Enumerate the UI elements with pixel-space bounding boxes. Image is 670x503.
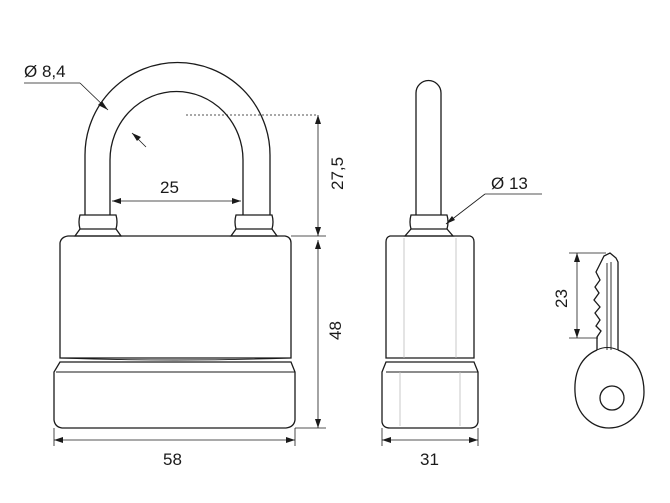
dim-shackle-inner-width: 25	[112, 178, 241, 204]
side-diameter-label: Ø 13	[491, 174, 528, 193]
key: 23	[552, 252, 645, 429]
shackle	[84, 61, 271, 215]
dim-key-blade: 23	[552, 252, 606, 339]
dim-shackle-diameter: Ø 8,4	[24, 62, 147, 148]
front-view: Ø 8,4 25 27,5 48	[24, 61, 347, 469]
body-width-label: 58	[163, 450, 182, 469]
key-blade-length-label: 23	[552, 289, 571, 308]
dim-side-depth: 31	[381, 428, 479, 469]
shackle-diameter-label: Ø 8,4	[24, 62, 66, 81]
key-hole	[599, 385, 625, 411]
padlock-body	[53, 235, 296, 429]
dim-side-diameter: Ø 13	[445, 174, 542, 225]
dim-shackle-clearance: 27,5	[186, 114, 347, 236]
shackle-inner-width-label: 25	[160, 178, 179, 197]
shackle-collar-left	[73, 214, 123, 237]
side-collar	[403, 214, 455, 237]
side-view: Ø 13 31	[381, 79, 542, 469]
shackle-clearance-label: 27,5	[328, 157, 347, 190]
dim-body-height: 48	[291, 235, 345, 429]
body-height-label: 48	[326, 321, 345, 340]
side-depth-label: 31	[420, 450, 439, 469]
side-shackle-rod	[415, 79, 442, 215]
key-blade	[593, 252, 619, 350]
shackle-collar-right	[229, 214, 279, 237]
key-bow	[574, 349, 645, 429]
dim-body-width: 58	[53, 428, 296, 469]
side-body	[381, 235, 479, 429]
